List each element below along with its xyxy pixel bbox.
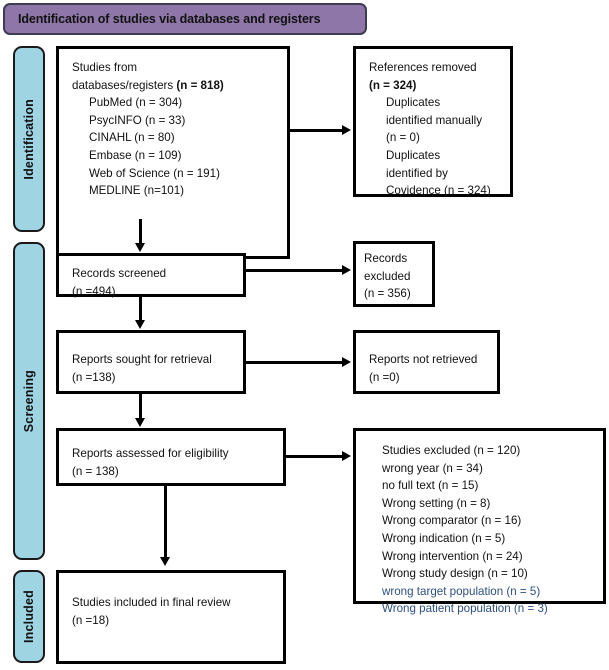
arrow-assessed-to-exclusions	[342, 451, 351, 461]
records-source-5: MEDLINE (n=101)	[89, 184, 185, 198]
records-source-4: Web of Science (n = 191)	[89, 166, 220, 180]
included-line-2: (n =18)	[72, 613, 110, 627]
records-line-1: Studies from	[72, 61, 138, 74]
records-source-0: PubMed (n = 304)	[89, 96, 183, 110]
stage-label-screening-text: Screening	[22, 369, 36, 433]
diagram-banner: Identification of studies via databases …	[3, 3, 367, 35]
removed-count: (n = 324)	[369, 78, 417, 92]
removed-detail-5: Covidence (n = 324)	[386, 184, 491, 198]
included-line-1: Studies included in final review	[72, 596, 231, 609]
screened-line-1: Records screened	[72, 267, 167, 280]
exclusion-reason-4: Wrong comparator (n = 16)	[382, 514, 522, 528]
node-records-screened: Records screened (n =494)	[56, 253, 246, 298]
node-studies-excluded: Studies excluded (n = 120) wrong year (n…	[353, 428, 606, 615]
connector-assessed-to-included	[164, 486, 167, 558]
records-source-1: PsycINFO (n = 33)	[89, 113, 186, 127]
removed-line-1: References removed	[369, 61, 477, 74]
removed-detail-1: identified manually	[386, 113, 483, 127]
stage-label-included: Included	[13, 570, 45, 663]
exclusion-reason-6: Wrong intervention (n = 24)	[382, 549, 523, 563]
removed-detail-4: identified by	[386, 166, 448, 180]
records-source-2: CINAHL (n = 80)	[89, 131, 175, 145]
banner-title: Identification of studies via databases …	[18, 12, 321, 26]
notretrieved-line-1: Reports not retrieved	[369, 353, 478, 366]
connector-sought-to-notretrieved	[246, 361, 342, 364]
stage-label-identification-text: Identification	[22, 98, 36, 180]
records-line-2: databases/registers (n = 818)	[72, 77, 278, 95]
arrow-screened-to-excluded	[342, 265, 351, 275]
stage-label-identification: Identification	[13, 46, 45, 232]
exclusion-reason-8: wrong target population (n = 5)	[382, 584, 541, 598]
exclusion-reason-5: Wrong indication (n = 5)	[382, 532, 506, 546]
removed-detail-0: Duplicates	[386, 96, 441, 110]
arrow-sought-to-assessed	[135, 418, 145, 427]
node-studies-included: Studies included in final review (n =18)	[56, 570, 286, 664]
screened-line-2: (n =494)	[72, 284, 116, 298]
exclusion-reason-2: no full text (n = 15)	[382, 479, 479, 493]
connector-records-to-removed	[290, 129, 342, 132]
sought-line-2: (n =138)	[72, 370, 116, 384]
exclusion-reason-1: wrong year (n = 34)	[382, 461, 483, 475]
records-line-2-text: databases/registers	[72, 78, 177, 92]
node-reports-sought: Reports sought for retrieval (n =138)	[56, 330, 246, 394]
exclusion-reason-9: Wrong patient population (n = 3)	[382, 602, 548, 616]
records-line-2-count: (n = 818)	[176, 78, 224, 92]
sought-line-1: Reports sought for retrieval	[72, 353, 212, 366]
node-reports-assessed: Reports assessed for eligibility (n = 13…	[56, 428, 286, 486]
arrow-sought-to-notretrieved	[342, 357, 351, 367]
exclusion-reason-3: Wrong setting (n = 8)	[382, 496, 491, 510]
records-source-3: Embase (n = 109)	[89, 149, 182, 163]
stage-label-screening: Screening	[13, 242, 45, 560]
connector-sought-to-assessed	[139, 394, 142, 419]
connector-a	[139, 219, 142, 244]
assessed-line-1: Reports assessed for eligibility	[72, 447, 229, 460]
excluded-line-2: excluded	[364, 269, 411, 283]
stage-label-included-text: Included	[22, 590, 36, 643]
assessed-line-2: (n = 138)	[72, 464, 119, 478]
excluded-line-1: Records	[364, 252, 408, 265]
excluded-line-3: (n = 356)	[364, 287, 411, 301]
exclusion-reason-0: Studies excluded (n = 120)	[382, 444, 521, 457]
arrow-assessed-to-included	[160, 557, 170, 566]
exclusion-reason-7: Wrong study design (n = 10)	[382, 567, 528, 581]
arrow-screened-to-sought	[135, 320, 145, 329]
arrow-records-to-removed	[342, 125, 351, 135]
node-records-excluded: Records excluded (n = 356)	[353, 241, 435, 307]
connector-screened-to-excluded	[246, 269, 342, 272]
removed-detail-2: (n = 0)	[386, 131, 420, 145]
node-records-identified: Studies from databases/registers (n = 81…	[56, 46, 290, 259]
connector-screened-to-sought	[139, 297, 142, 320]
arrow-records-to-screened	[135, 243, 145, 252]
node-references-removed: References removed (n = 324) Duplicates …	[353, 46, 513, 197]
connector-assessed-to-exclusions	[286, 455, 342, 458]
removed-detail-3: Duplicates	[386, 149, 441, 163]
node-reports-not-retrieved: Reports not retrieved (n =0)	[353, 330, 500, 394]
notretrieved-line-2: (n =0)	[369, 370, 400, 384]
